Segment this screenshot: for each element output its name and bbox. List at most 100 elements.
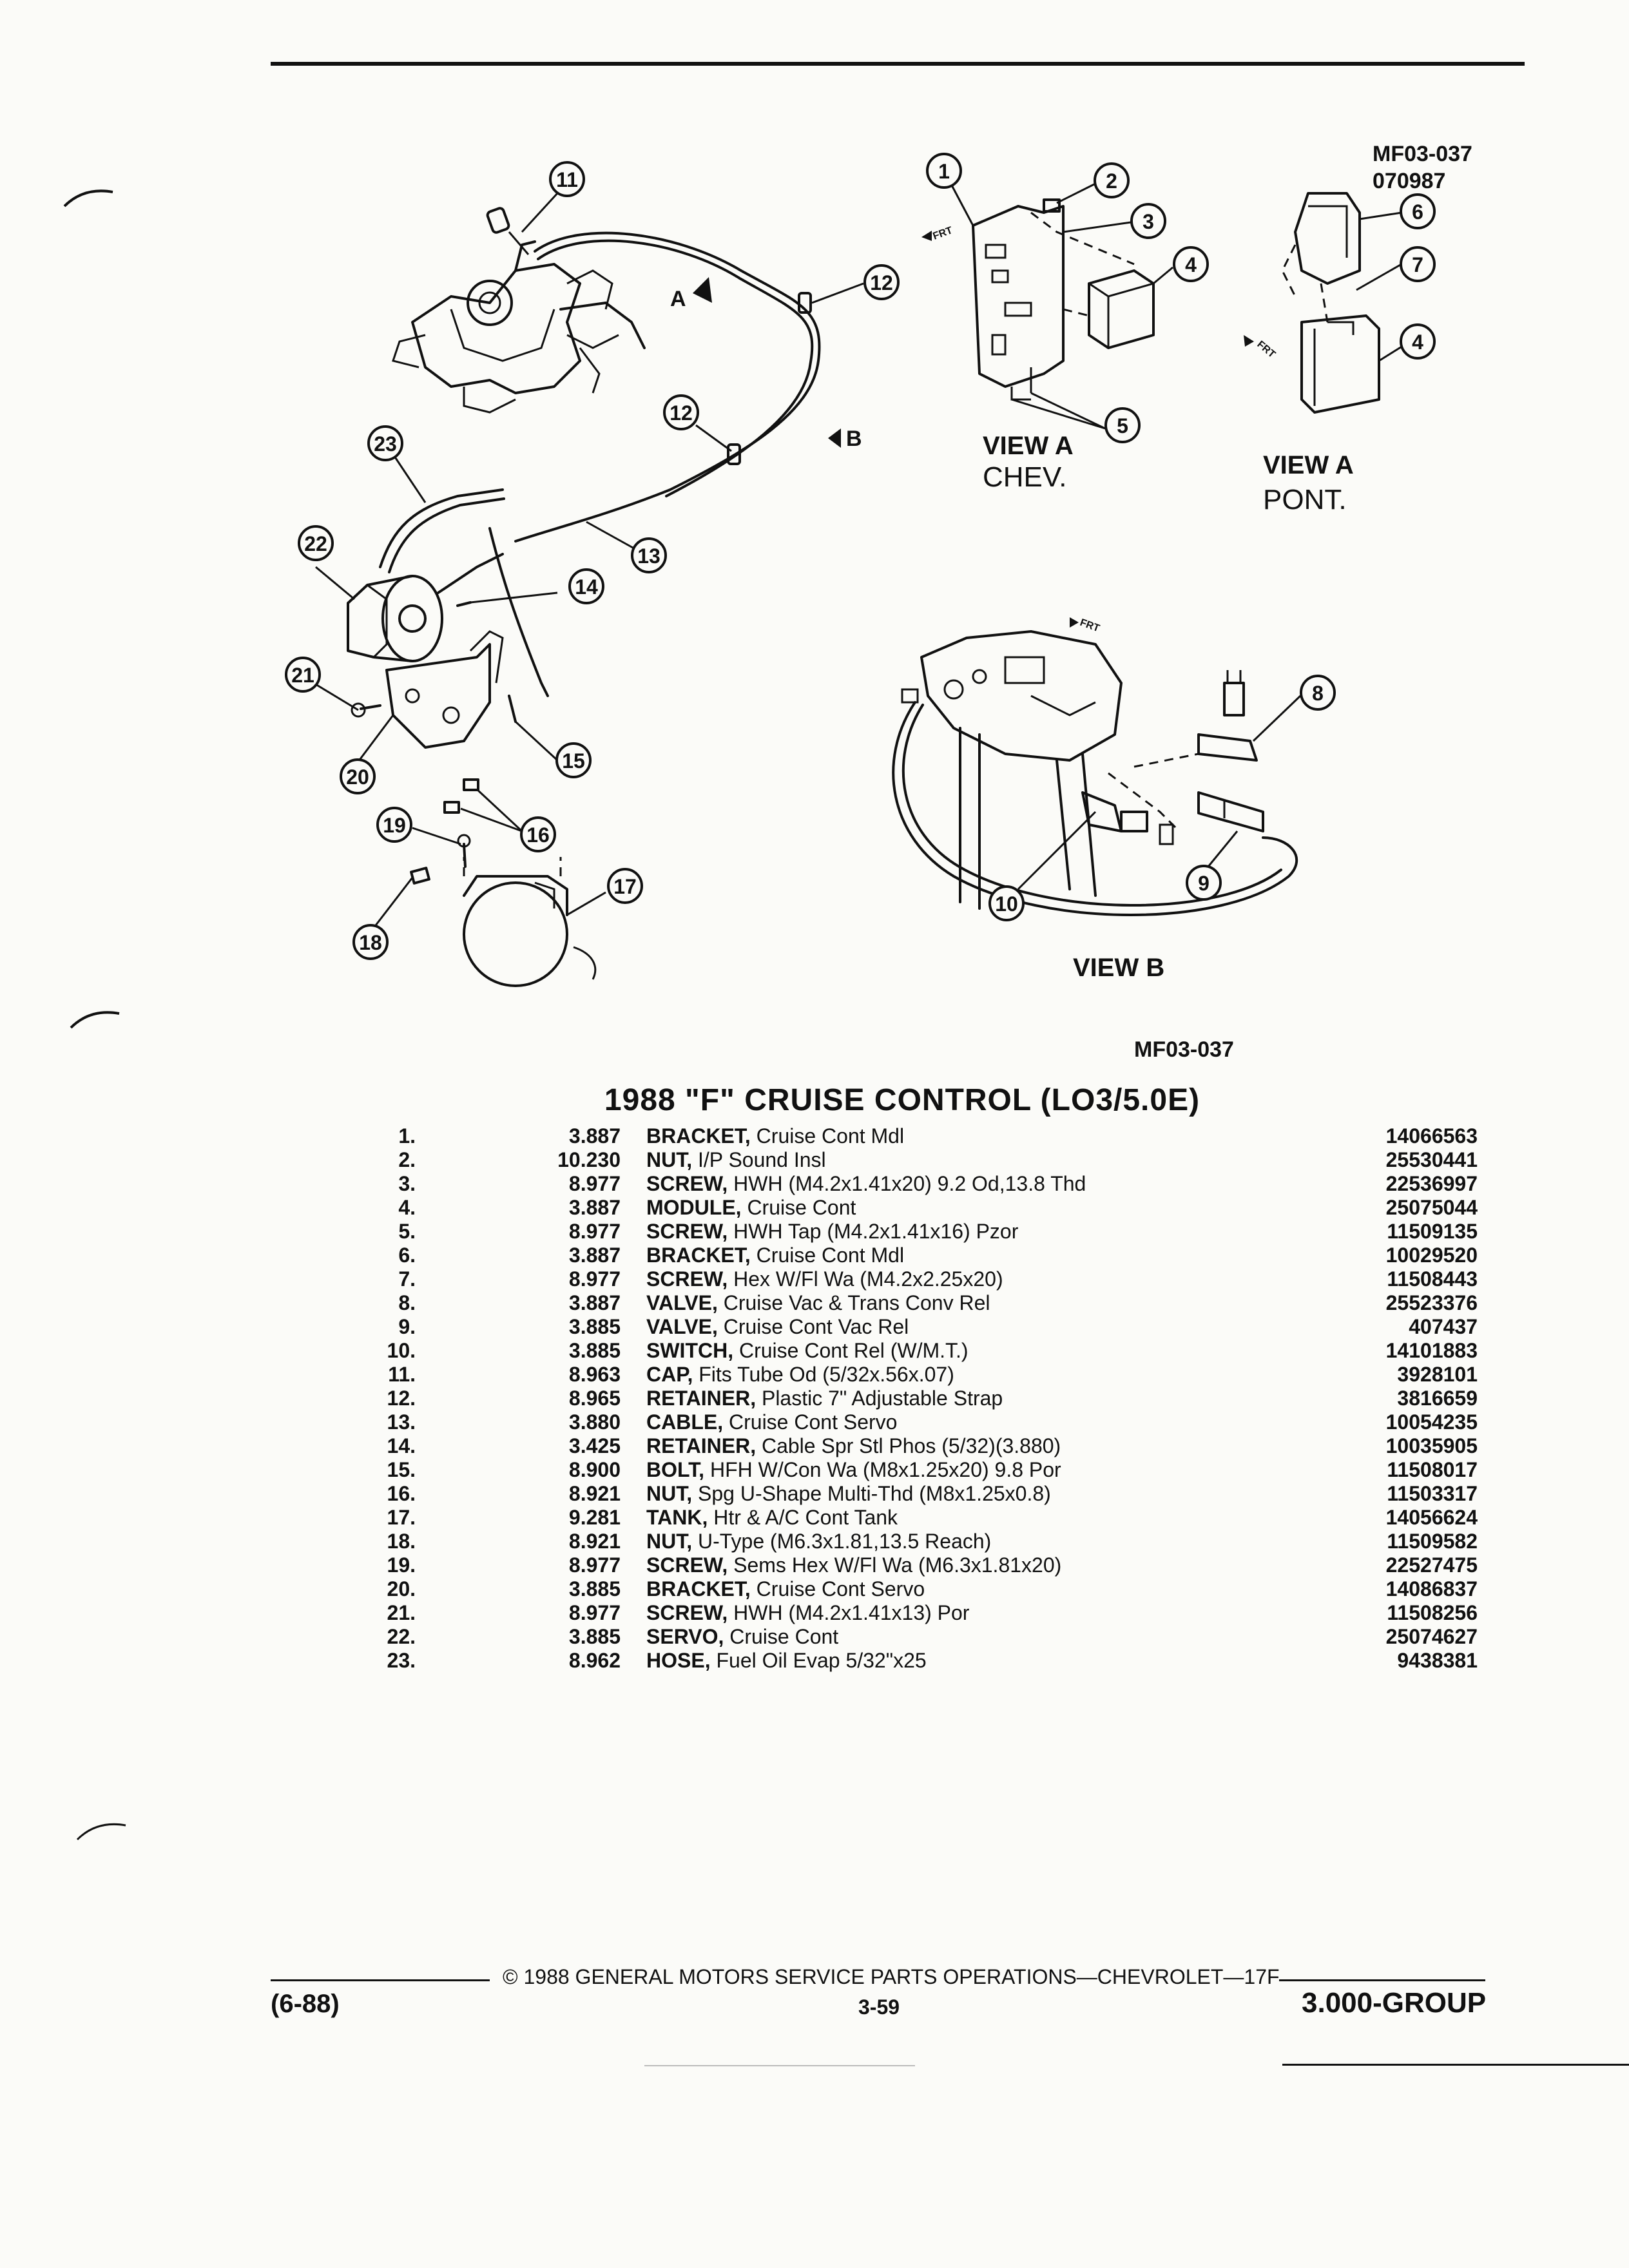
callout-8: 8	[1300, 675, 1336, 711]
servo-bracket-drawing	[385, 630, 504, 749]
part-description: RETAINER, Plastic 7" Adjustable Strap	[621, 1387, 1337, 1410]
view-a-arrow-label: A	[670, 287, 686, 311]
part-number-index: 23.	[387, 1649, 416, 1672]
callout-16: 16	[520, 816, 556, 852]
part-name: VALVE,	[646, 1291, 718, 1314]
svg-text:4: 4	[1185, 253, 1197, 276]
part-group: 8.921	[568, 1482, 621, 1505]
part-name: TANK,	[646, 1506, 708, 1529]
part-number: 10029520	[1385, 1244, 1478, 1267]
frt-label-1: FRT	[932, 225, 954, 242]
part-number: 11508256	[1387, 1601, 1478, 1624]
svg-text:15: 15	[562, 749, 585, 773]
part-group: 3.880	[568, 1410, 621, 1434]
part-group: 8.900	[568, 1458, 621, 1481]
part-name: BOLT,	[646, 1458, 705, 1481]
part-detail: HWH (M4.2x1.41x20) 9.2 Od,13.8 Thd	[728, 1172, 1086, 1195]
view-a-arrow	[693, 277, 712, 303]
part-number-index: 9.	[398, 1315, 416, 1338]
part-number: 14056624	[1385, 1506, 1478, 1529]
svg-text:5: 5	[1117, 414, 1128, 437]
part-name: NUT,	[646, 1148, 693, 1171]
footer-rule-left	[271, 1979, 490, 1981]
part-detail: Cruise Cont	[724, 1625, 839, 1648]
part-description: NUT, I/P Sound Insl	[621, 1148, 1337, 1172]
view-b-label: VIEW B	[1073, 954, 1164, 982]
part-number: 11508017	[1387, 1458, 1478, 1481]
part-number-index: 1.	[398, 1124, 416, 1148]
svg-text:10: 10	[995, 892, 1018, 916]
part-description: SCREW, Hex W/Fl Wa (M4.2x2.25x20)	[621, 1267, 1337, 1291]
part-number-index: 19.	[387, 1553, 416, 1577]
part-name: BRACKET,	[646, 1244, 751, 1267]
bottom-rule	[1282, 2064, 1629, 2066]
part-number: 11509135	[1387, 1220, 1478, 1243]
part-number: 407437	[1409, 1315, 1478, 1338]
part-description: RETAINER, Cable Spr Stl Phos (5/32)(3.88…	[621, 1434, 1337, 1458]
part-number-index: 22.	[387, 1625, 416, 1648]
part-group: 3.885	[568, 1625, 621, 1648]
footer-rule-right	[1279, 1979, 1485, 1981]
part-detail: Hex W/Fl Wa (M4.2x2.25x20)	[728, 1267, 1003, 1291]
part-detail: HFH W/Con Wa (M8x1.25x20) 9.8 Por	[704, 1458, 1061, 1481]
vacuum-tank-drawing	[463, 857, 597, 987]
view-a-pont-drawing: FRT	[1244, 192, 1380, 414]
part-detail: HWH Tap (M4.2x1.41x16) Pzor	[728, 1220, 1019, 1243]
part-description: SCREW, HWH (M4.2x1.41x20) 9.2 Od,13.8 Th…	[621, 1172, 1337, 1196]
part-number: 25530441	[1385, 1148, 1478, 1171]
callout-leaders	[302, 170, 1405, 928]
callout-11: 11	[549, 161, 585, 197]
svg-text:11: 11	[556, 168, 578, 191]
part-group: 8.977	[568, 1553, 621, 1577]
part-detail: Cruise Cont Servo	[723, 1410, 898, 1434]
part-number-index: 13.	[387, 1410, 416, 1434]
part-detail: Cruise Cont Servo	[750, 1577, 925, 1600]
part-number: 11509582	[1387, 1530, 1478, 1553]
servo-drawing	[347, 553, 504, 662]
svg-text:7: 7	[1412, 253, 1423, 276]
part-detail: Cruise Cont Mdl	[750, 1244, 905, 1267]
part-number-index: 16.	[387, 1482, 416, 1505]
part-number: 11508443	[1387, 1267, 1478, 1291]
part-name: VALVE,	[646, 1315, 718, 1338]
part-number-index: 6.	[398, 1244, 416, 1267]
part-detail: Cruise Cont Rel (W/M.T.)	[733, 1339, 969, 1362]
part-group: 8.977	[568, 1267, 621, 1291]
callout-13: 13	[631, 537, 667, 573]
callout-3: 3	[1130, 203, 1166, 239]
part-detail: Sems Hex W/Fl Wa (M6.3x1.81x20)	[728, 1553, 1062, 1577]
part-description: SERVO, Cruise Cont	[621, 1625, 1337, 1649]
view-a-chev-label: VIEW A	[983, 432, 1074, 460]
svg-text:19: 19	[383, 814, 406, 837]
part-detail: Plastic 7" Adjustable Strap	[756, 1387, 1003, 1410]
part-name: SERVO,	[646, 1625, 724, 1648]
part-description: NUT, Spg U-Shape Multi-Thd (M8x1.25x0.8)	[621, 1482, 1337, 1506]
part-name: SCREW,	[646, 1267, 728, 1291]
part-number-index: 2.	[398, 1148, 416, 1171]
svg-text:20: 20	[346, 765, 369, 789]
part-description: SCREW, HWH Tap (M4.2x1.41x16) Pzor	[621, 1220, 1337, 1244]
frt-label-3: FRT	[1079, 617, 1101, 635]
part-name: BRACKET,	[646, 1124, 751, 1148]
part-number-index: 21.	[387, 1601, 416, 1624]
part-description: CABLE, Cruise Cont Servo	[621, 1410, 1337, 1434]
view-b-arrow	[828, 428, 841, 448]
callout-14: 14	[568, 568, 604, 604]
part-description: BRACKET, Cruise Cont Mdl	[621, 1124, 1337, 1148]
svg-text:4: 4	[1412, 331, 1423, 354]
part-detail: Htr & A/C Cont Tank	[708, 1506, 898, 1529]
part-group: 8.963	[568, 1363, 621, 1386]
callout-12b: 12	[663, 394, 699, 430]
callout-17: 17	[607, 868, 643, 904]
callout-15: 15	[555, 742, 592, 778]
part-name: NUT,	[646, 1530, 693, 1553]
callout-4b: 4	[1400, 323, 1436, 360]
